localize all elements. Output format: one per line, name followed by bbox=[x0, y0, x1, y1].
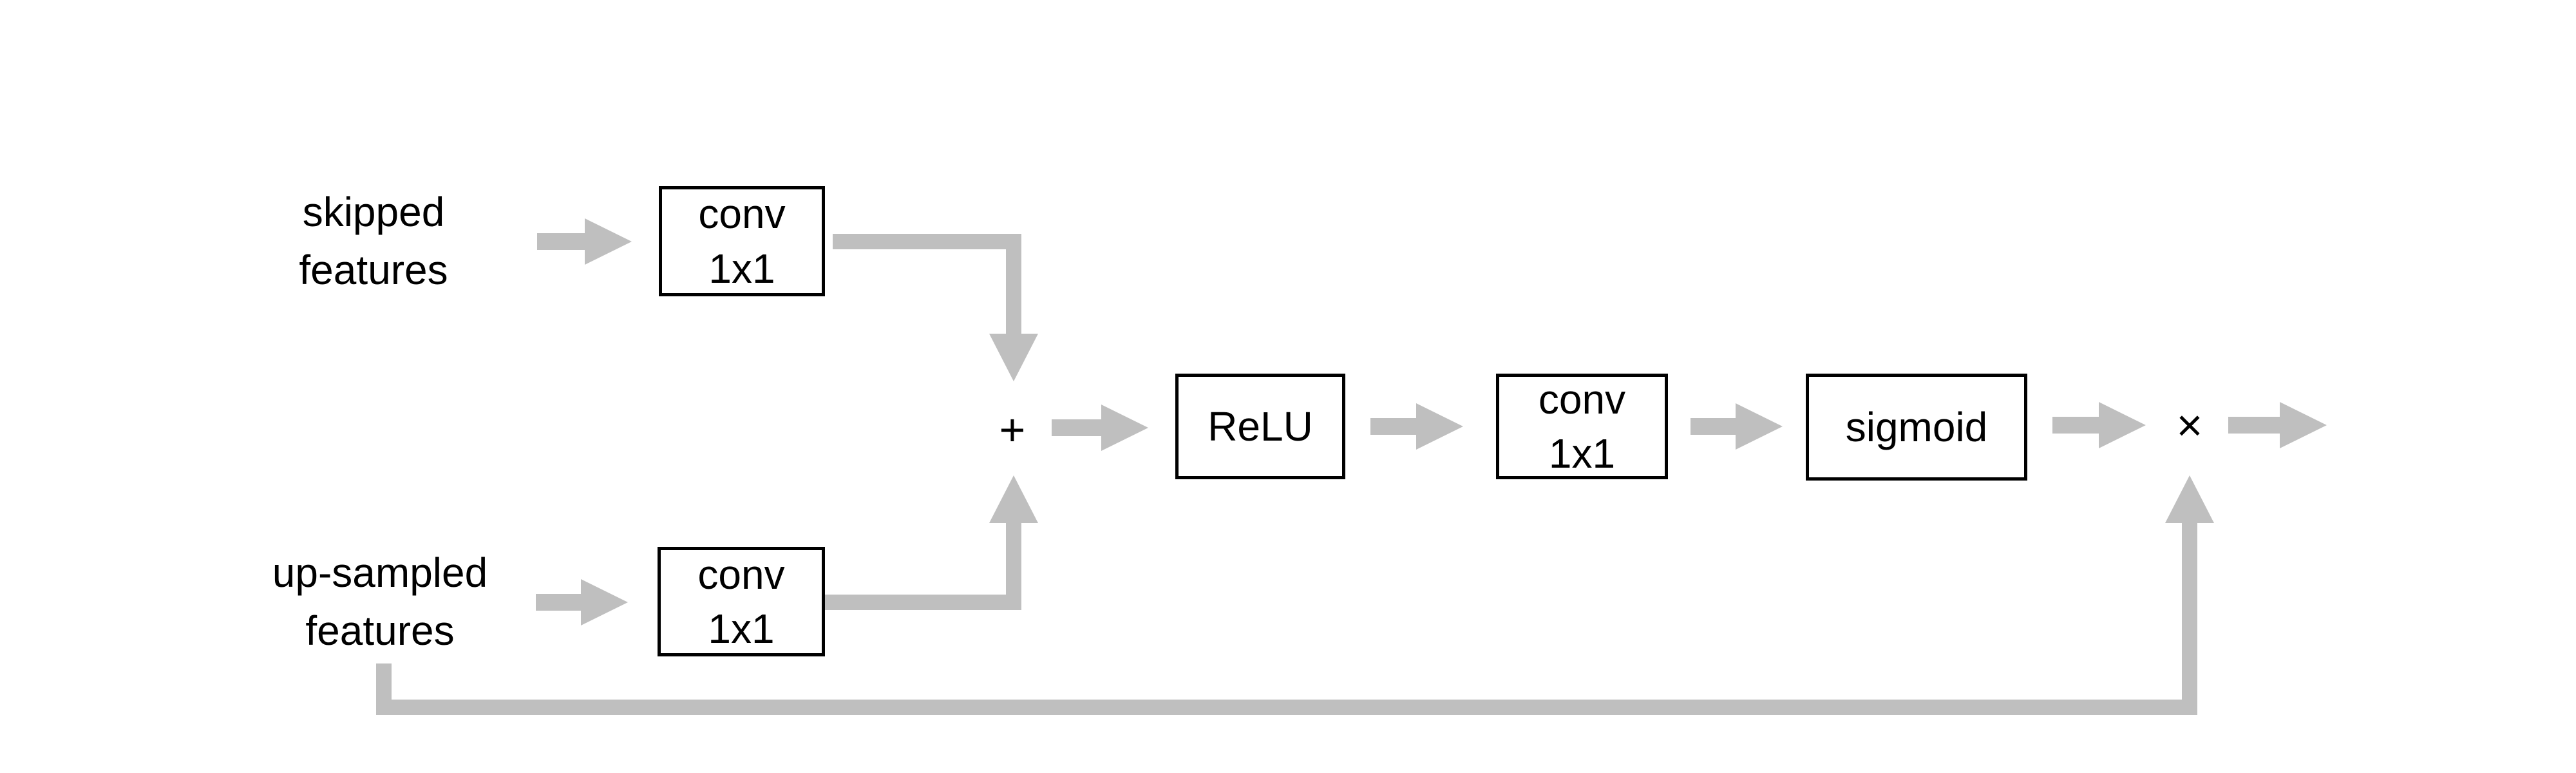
arrow-relu-to-conv-mid bbox=[1370, 403, 1463, 450]
skip-connection-line bbox=[376, 523, 2197, 715]
elbow-conv-bottom-to-add bbox=[825, 523, 1021, 610]
box-conv1x1-bottom: conv 1x1 bbox=[658, 547, 825, 656]
box-conv1x1-mid: conv 1x1 bbox=[1496, 374, 1668, 479]
add-operator: + bbox=[999, 405, 1026, 455]
box-conv1x1-top: conv 1x1 bbox=[659, 186, 825, 296]
elbow-conv-top-to-add bbox=[833, 234, 1021, 334]
arrowhead-up-into-multiply bbox=[2165, 475, 2214, 523]
arrowhead-up-into-add bbox=[989, 475, 1038, 523]
arrow-add-to-relu bbox=[1052, 405, 1148, 451]
arrow-multiply-to-output bbox=[2228, 402, 2327, 448]
multiply-operator: × bbox=[2176, 400, 2203, 450]
box-relu: ReLU bbox=[1175, 374, 1345, 479]
box-sigmoid: sigmoid bbox=[1806, 374, 2027, 481]
label-skipped-features: skipped features bbox=[299, 189, 448, 293]
arrow-skipped-to-conv-top bbox=[537, 218, 632, 265]
arrow-upsampled-to-conv-bottom bbox=[536, 579, 628, 625]
arrow-sigmoid-to-multiply bbox=[2052, 402, 2146, 448]
arrowhead-down-into-add bbox=[989, 334, 1038, 381]
label-upsampled-features: up-sampled features bbox=[272, 549, 488, 654]
arrow-conv-mid-to-sigmoid bbox=[1690, 403, 1783, 450]
